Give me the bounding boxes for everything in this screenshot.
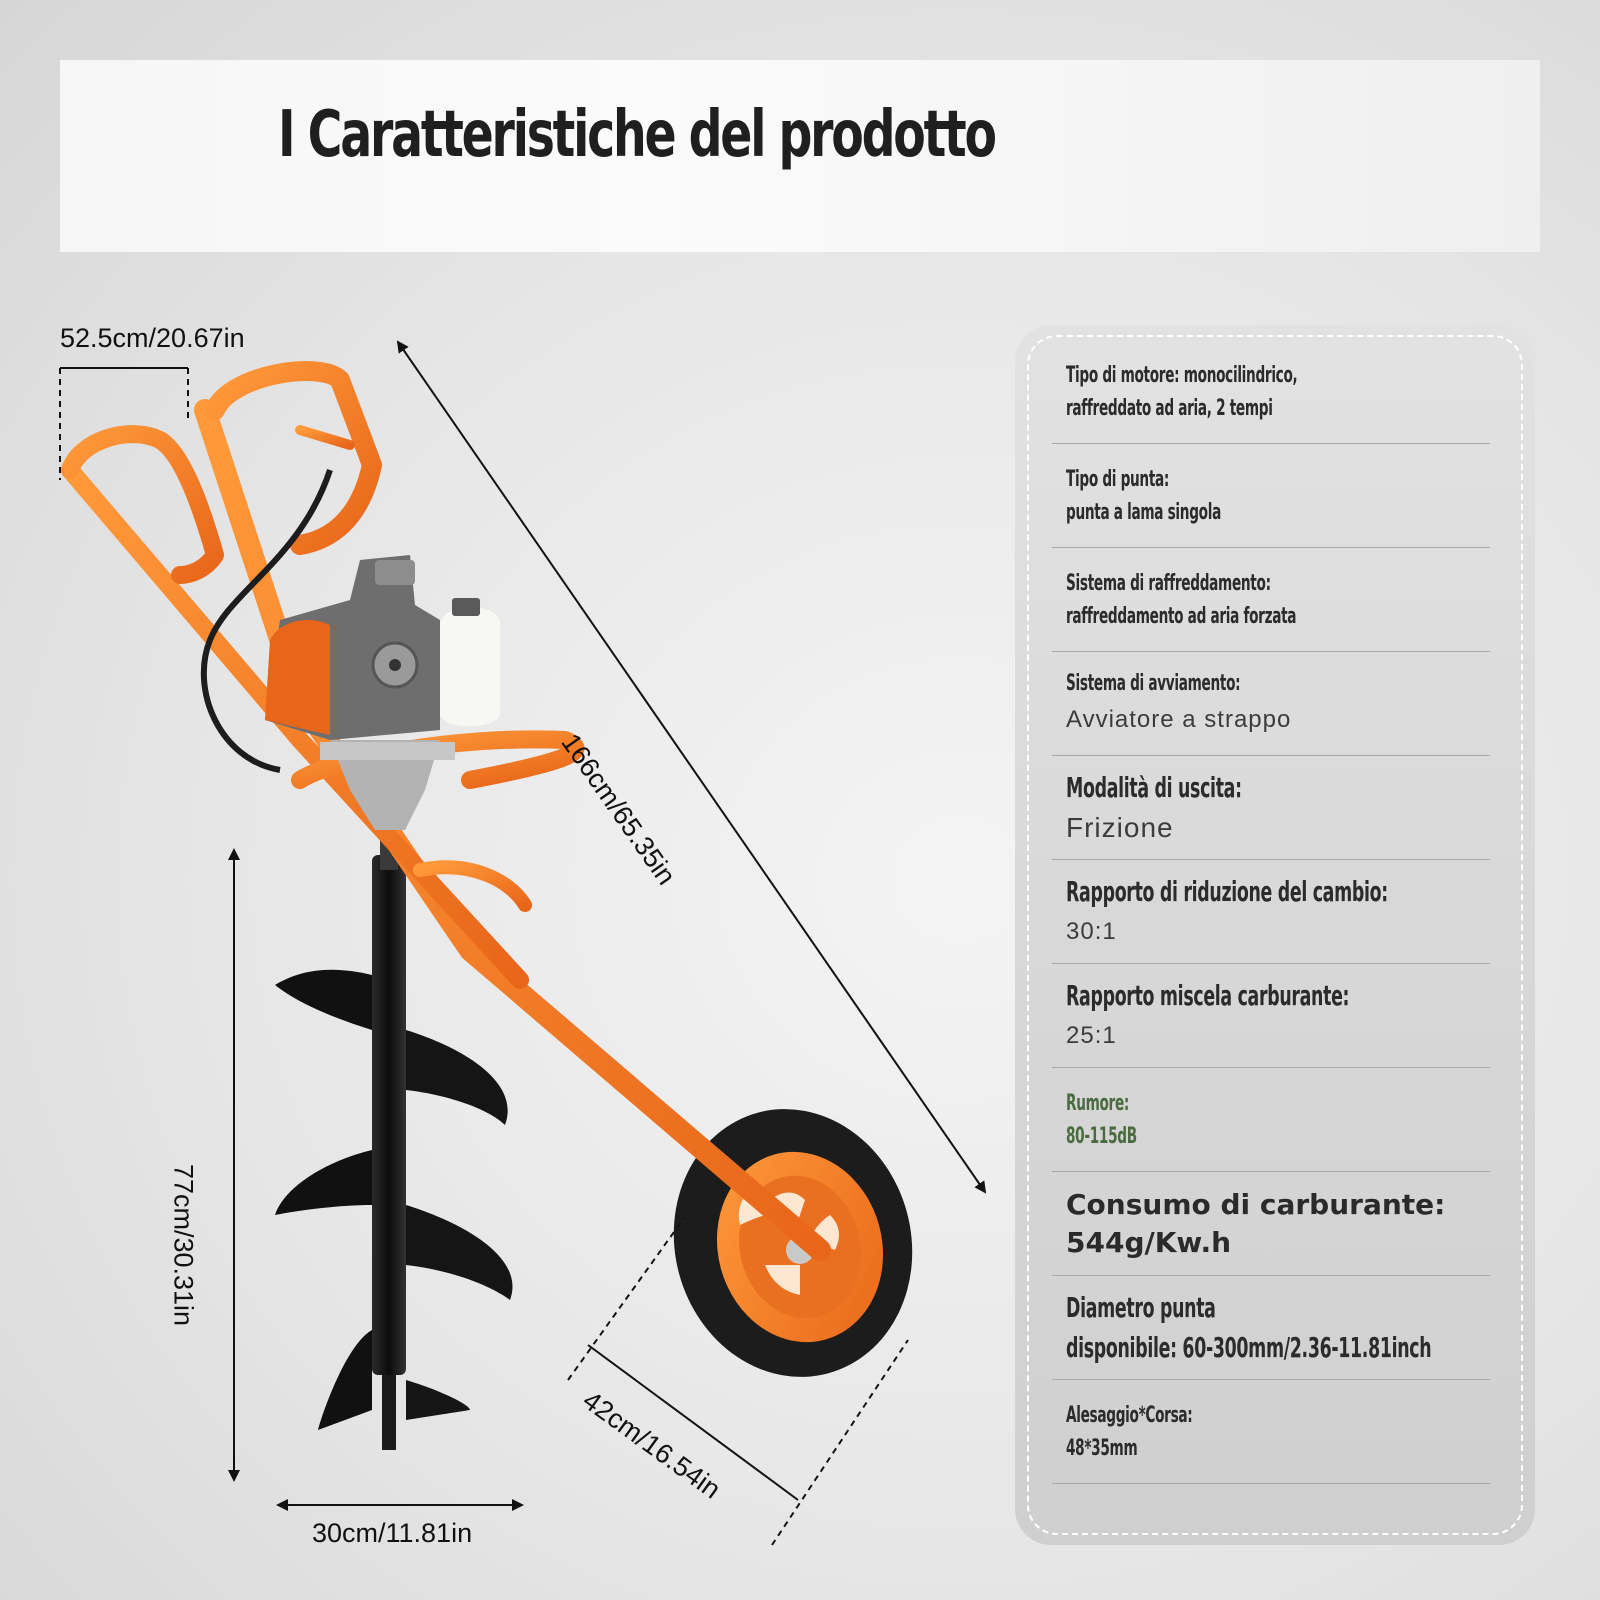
dimension-bit-diameter: 30cm/11.81in: [312, 1518, 473, 1548]
spec-label: Rapporto miscela carburante:: [1066, 978, 1350, 1012]
dimension-lines: [59, 340, 987, 1546]
spec-engine-type: Tipo di motore: monocilindrico, raffredd…: [1052, 340, 1490, 444]
spec-label: Sistema di raffreddamento:: [1066, 570, 1271, 596]
spec-value: Frizione: [1066, 811, 1174, 843]
title-banner: [60, 60, 1540, 252]
spec-label: Rapporto di riduzione del cambio:: [1066, 874, 1388, 908]
spec-bit-diameter: Diametro punta disponibile: 60-300mm/2.3…: [1052, 1276, 1490, 1380]
spec-label: Tipo di punta:: [1066, 466, 1170, 492]
spec-label: Diametro punta: [1066, 1290, 1216, 1324]
spec-panel-dashed-border: [1027, 335, 1523, 1535]
spec-value: raffreddamento ad aria forzata: [1066, 603, 1297, 629]
dimension-bit-length: 77cm/30.31in: [168, 1163, 199, 1327]
spec-value: 48*35mm: [1066, 1435, 1138, 1461]
page-title: I Caratteristiche del prodotto: [278, 98, 997, 172]
spec-label: Sistema di avviamento:: [1066, 671, 1241, 696]
spec-noise: Rumore: 80-115dB: [1052, 1068, 1490, 1172]
spec-fuel-consumption: Consumo di carburante: 544g/Kw.h: [1052, 1172, 1490, 1276]
throttle-cable: [200, 469, 333, 773]
spec-fuel-mix-ratio: Rapporto miscela carburante: 25:1: [1052, 964, 1490, 1068]
spec-list: Tipo di motore: monocilindrico, raffredd…: [1052, 340, 1490, 1484]
spec-value: 30:1: [1066, 917, 1117, 945]
spec-label: Alesaggio*Corsa:: [1066, 1402, 1193, 1428]
dimension-handle-width: 52.5cm/20.67in: [60, 323, 245, 353]
spec-output-mode: Modalità di uscita: Frizione: [1052, 756, 1490, 860]
spec-starting-system: Sistema di avviamento: Avviatore a strap…: [1052, 652, 1490, 756]
orange-frame: [61, 361, 831, 1261]
spec-label: Tipo di motore: monocilindrico,: [1066, 362, 1298, 388]
spec-panel: [1015, 325, 1535, 1545]
spec-value: punta a lama singola: [1066, 499, 1221, 525]
spec-value: 544g/Kw.h: [1066, 1225, 1232, 1259]
earth-auger-illustration: [59, 340, 987, 1546]
spec-value: 80-115dB: [1066, 1123, 1137, 1149]
spec-value: 25:1: [1066, 1021, 1117, 1049]
spec-value: raffreddato ad aria, 2 tempi: [1066, 395, 1273, 421]
spec-gear-ratio: Rapporto di riduzione del cambio: 30:1: [1052, 860, 1490, 964]
spec-label: Consumo di carburante:: [1066, 1187, 1446, 1221]
spec-cooling-system: Sistema di raffreddamento: raffreddament…: [1052, 548, 1490, 652]
spec-bit-type: Tipo di punta: punta a lama singola: [1052, 444, 1490, 548]
spec-label: Modalità di uscita:: [1066, 770, 1242, 804]
spec-value: disponibile: 60-300mm/2.36-11.81inch: [1066, 1330, 1432, 1364]
spec-label: Rumore:: [1066, 1090, 1130, 1116]
spec-bore-stroke: Alesaggio*Corsa: 48*35mm: [1052, 1380, 1490, 1484]
spec-value: Avviatore a strappo: [1066, 706, 1292, 733]
